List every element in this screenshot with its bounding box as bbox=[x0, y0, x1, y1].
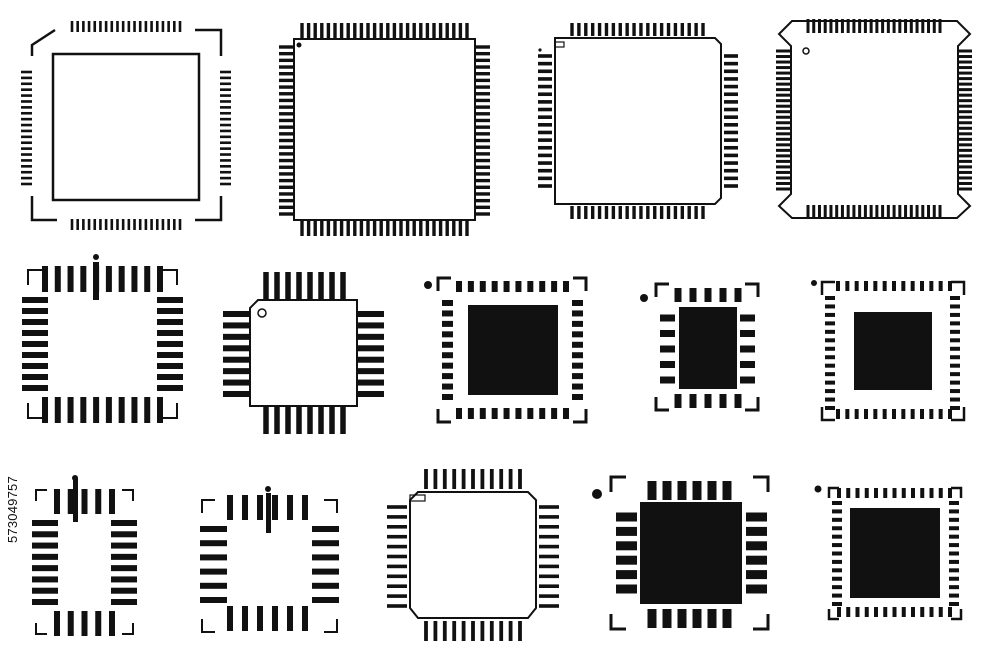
chip-qfn-filled-die bbox=[424, 276, 588, 424]
chip-qfp-large-notched bbox=[279, 23, 490, 236]
chip-qfn-small-die bbox=[640, 282, 760, 412]
chip-qfn-fine-large bbox=[814, 485, 963, 621]
chip-qfp-bracket-corners bbox=[21, 21, 231, 230]
stock-id-label: 573049757 bbox=[5, 476, 20, 544]
chip-plcc-bracket bbox=[22, 254, 183, 423]
chip-plcc-bracket-small bbox=[32, 475, 137, 636]
chip-qfp-medium-chamfered bbox=[387, 469, 559, 641]
chip-qfn-large-die bbox=[592, 475, 770, 631]
chip-plcc-bracket-square bbox=[200, 486, 339, 633]
chip-qfn-fine-pitch bbox=[811, 280, 966, 422]
chip-qfp-extended-corners bbox=[776, 19, 972, 219]
chip-tqfp-pin1-dot bbox=[223, 272, 384, 434]
chip-qfp-chamfered bbox=[538, 23, 738, 219]
